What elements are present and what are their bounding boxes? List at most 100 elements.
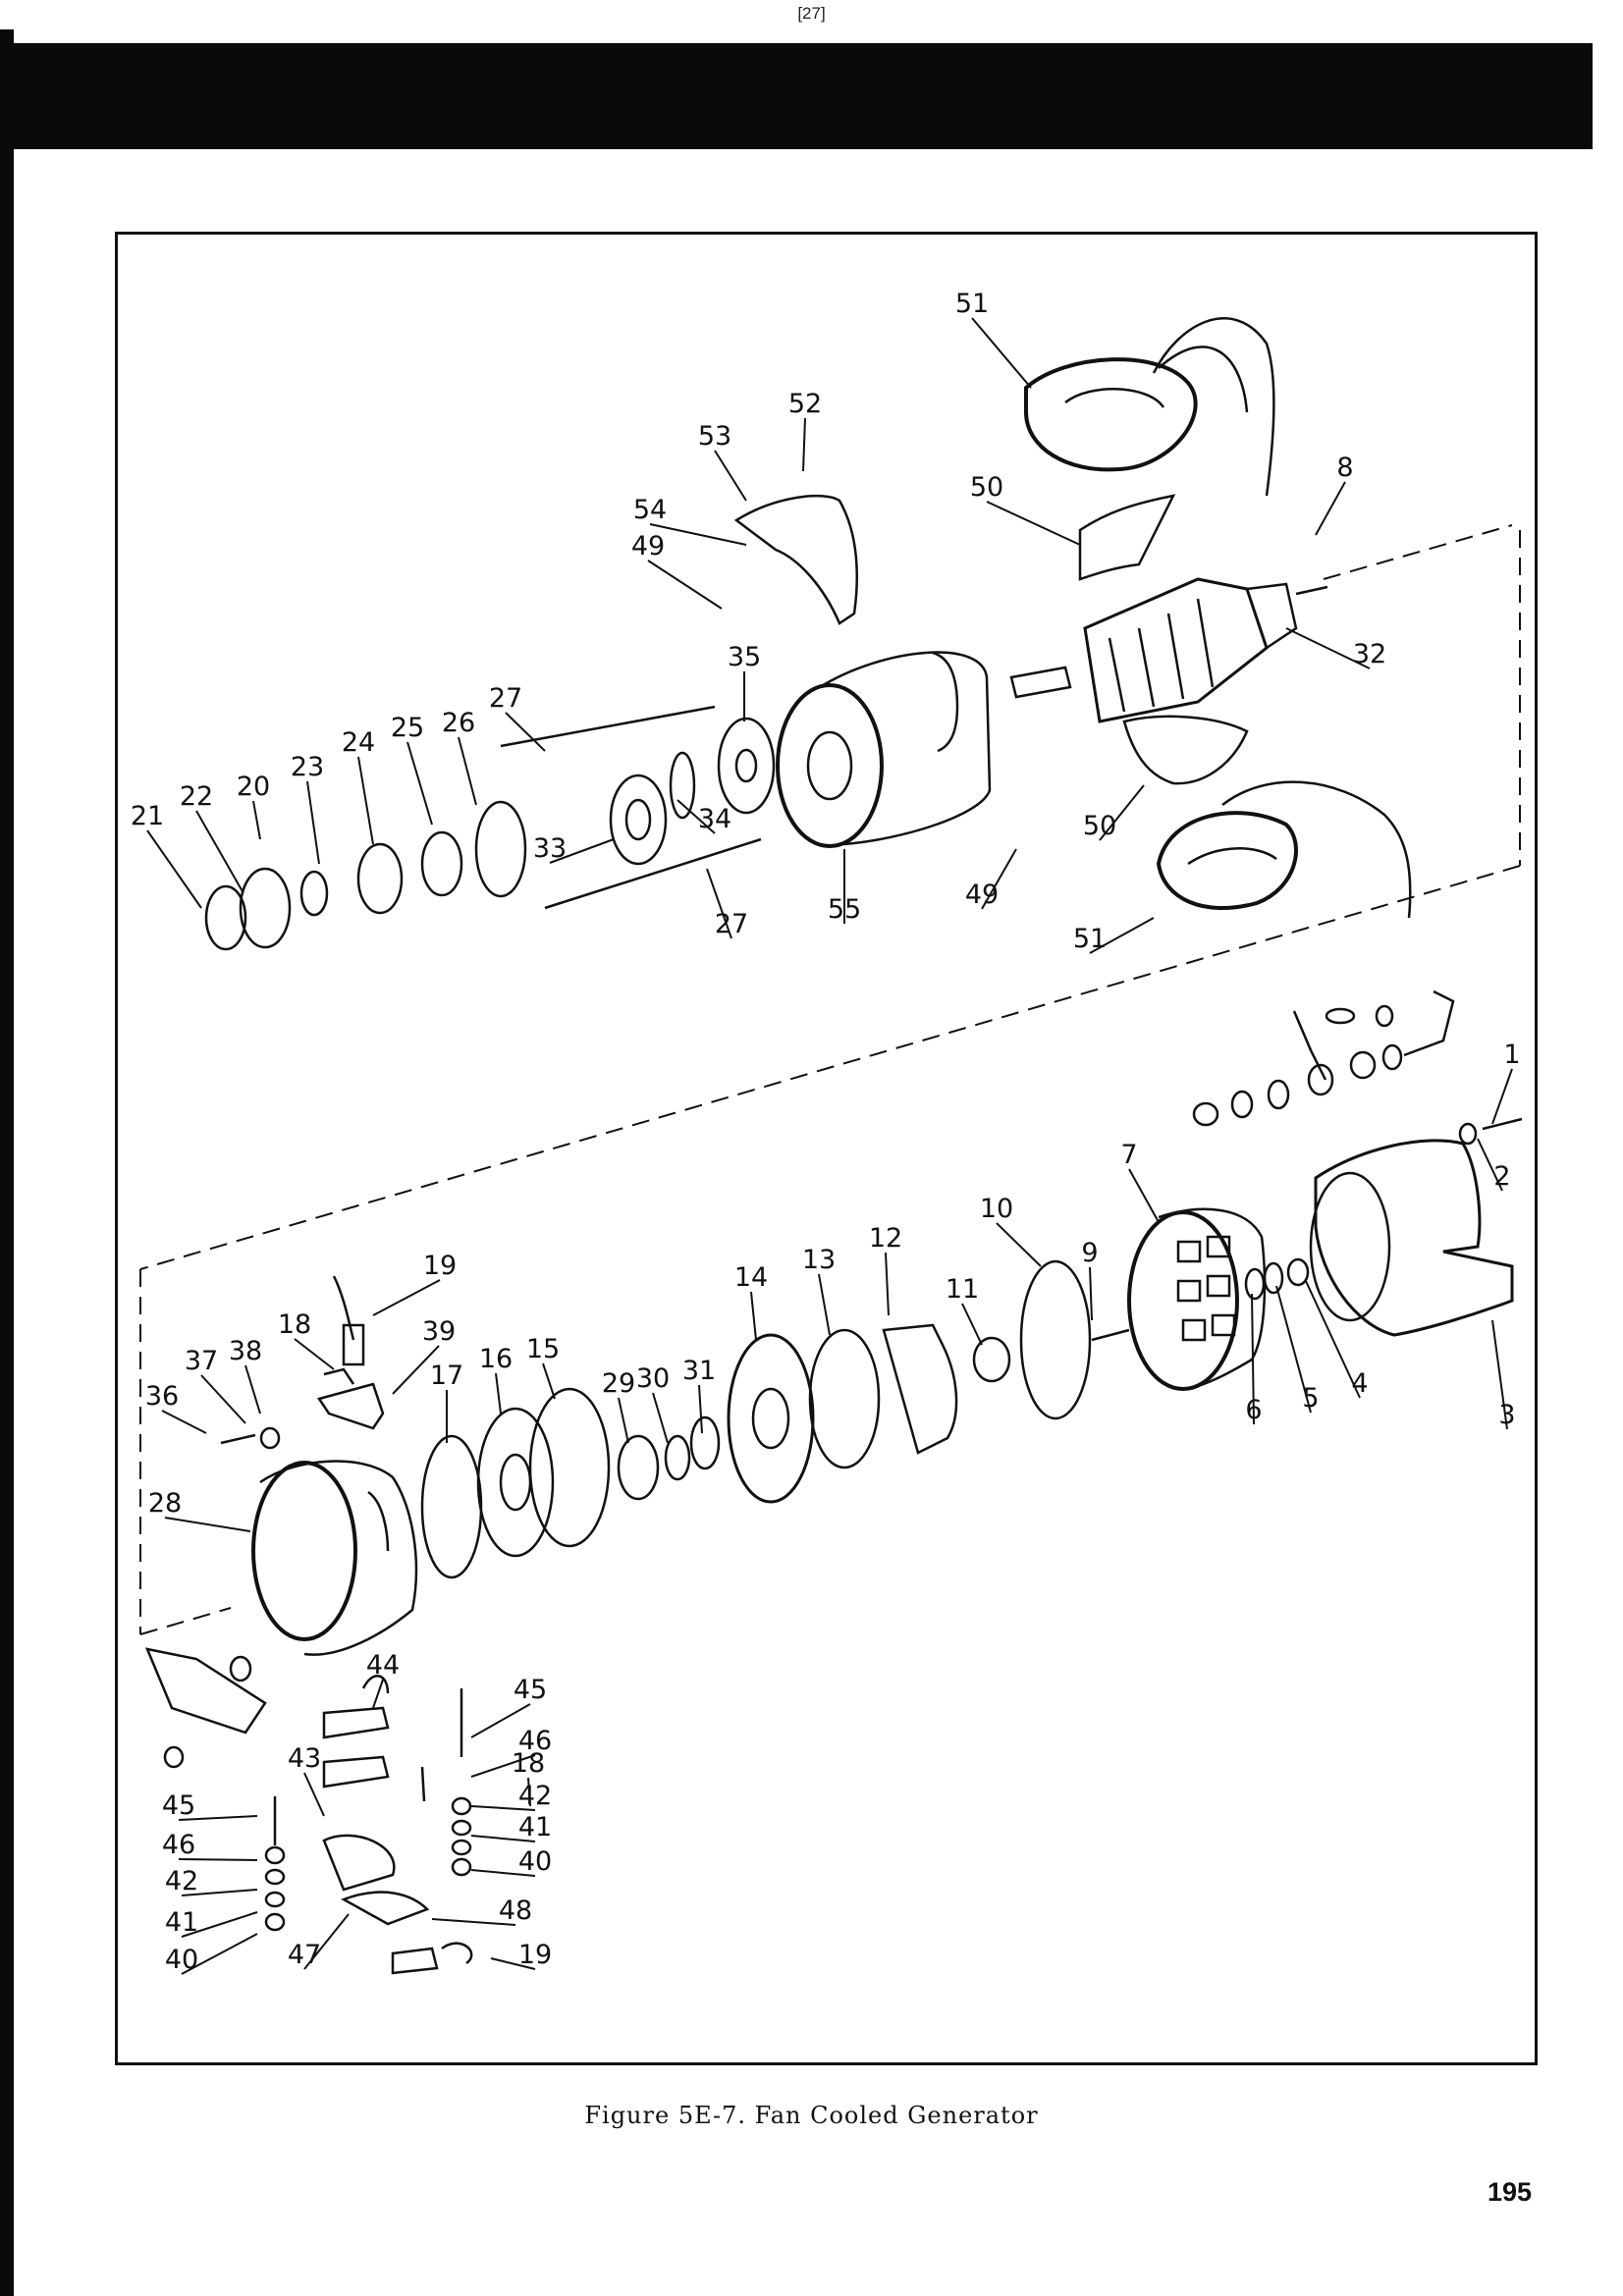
leader-line-icon xyxy=(802,417,806,472)
leader-line-icon xyxy=(406,741,433,826)
pole-shoe-top-icon xyxy=(733,495,858,625)
header-band xyxy=(14,43,1593,149)
leader-line-icon xyxy=(372,1679,384,1709)
fan-icon xyxy=(1127,1207,1267,1391)
commutator-end-frame-icon xyxy=(251,1460,418,1656)
callout-label-15: 15 xyxy=(526,1334,560,1364)
leader-line-icon xyxy=(244,1364,261,1415)
callout-label-18: 18 xyxy=(512,1748,545,1779)
callout-label-46: 46 xyxy=(162,1830,195,1860)
page-number: 195 xyxy=(1487,2177,1532,2207)
field-coil-lower-icon xyxy=(1156,780,1412,919)
leader-line-icon xyxy=(200,1374,246,1424)
leader-line-icon xyxy=(750,1291,757,1341)
callout-label-6: 6 xyxy=(1245,1395,1262,1425)
callout-label-7: 7 xyxy=(1120,1140,1137,1170)
leader-line-icon xyxy=(372,1279,441,1316)
callout-label-31: 31 xyxy=(682,1356,716,1386)
callout-label-26: 26 xyxy=(442,708,475,738)
callout-label-13: 13 xyxy=(802,1245,836,1275)
callout-label-8: 8 xyxy=(1336,453,1353,483)
callout-label-2: 2 xyxy=(1493,1161,1510,1192)
leader-line-icon xyxy=(981,848,1017,910)
callout-label-17: 17 xyxy=(430,1361,463,1391)
callout-label-37: 37 xyxy=(185,1346,218,1376)
callout-label-24: 24 xyxy=(342,727,375,758)
callout-label-27: 27 xyxy=(489,683,522,714)
leader-line-icon xyxy=(1305,1280,1361,1399)
leader-line-icon xyxy=(1099,784,1145,841)
leader-line-icon xyxy=(542,1362,556,1400)
leader-line-icon xyxy=(971,317,1032,389)
callout-label-40: 40 xyxy=(518,1846,552,1877)
callout-label-38: 38 xyxy=(229,1336,262,1366)
leader-line-icon xyxy=(495,1372,502,1415)
leader-line-icon xyxy=(470,1754,536,1778)
callout-label-40: 40 xyxy=(165,1945,198,1975)
leader-line-icon xyxy=(527,1777,531,1807)
leader-line-icon xyxy=(470,1835,536,1842)
leader-line-icon xyxy=(986,501,1081,546)
callout-label-10: 10 xyxy=(980,1194,1013,1224)
leader-line-icon xyxy=(1251,1293,1255,1425)
leader-line-icon xyxy=(181,1911,258,1938)
callout-label-12: 12 xyxy=(869,1223,902,1254)
callout-label-3: 3 xyxy=(1498,1400,1515,1430)
leader-line-icon xyxy=(647,560,723,610)
callout-label-14: 14 xyxy=(734,1262,768,1293)
leader-line-icon xyxy=(303,1772,325,1817)
callout-label-45: 45 xyxy=(514,1675,547,1705)
callout-label-1: 1 xyxy=(1503,1040,1520,1070)
bearing-parts-upper-icon xyxy=(204,705,776,951)
callout-label-16: 16 xyxy=(479,1344,513,1374)
leader-line-icon xyxy=(652,1392,669,1444)
callout-label-4: 4 xyxy=(1351,1368,1368,1399)
leader-line-icon xyxy=(1315,481,1346,536)
leader-line-icon xyxy=(490,1957,536,1970)
left-binding-rule xyxy=(0,29,14,2296)
leader-line-icon xyxy=(146,829,202,909)
callout-label-21: 21 xyxy=(131,801,164,831)
leader-line-icon xyxy=(178,1815,258,1821)
callout-label-44: 44 xyxy=(366,1650,400,1681)
callout-label-39: 39 xyxy=(422,1316,456,1347)
leader-line-icon xyxy=(1128,1168,1160,1223)
brush-spring-parts-icon xyxy=(144,1647,473,1975)
figure-caption: Figure 5E-7. Fan Cooled Generator xyxy=(584,2102,1039,2129)
assembly-guide-lines xyxy=(139,524,1521,1635)
pole-shoe-upper-icon xyxy=(1078,494,1176,581)
leader-line-icon xyxy=(181,1889,258,1896)
callout-label-9: 9 xyxy=(1081,1238,1098,1268)
callout-label-19: 19 xyxy=(423,1251,457,1281)
callout-label-33: 33 xyxy=(533,833,567,864)
callout-label-42: 42 xyxy=(165,1866,198,1896)
callout-label-20: 20 xyxy=(237,772,270,802)
leader-line-icon xyxy=(1089,917,1155,954)
leader-line-icon xyxy=(996,1222,1042,1267)
callout-label-25: 25 xyxy=(391,713,424,743)
callout-label-42: 42 xyxy=(518,1781,552,1811)
leader-line-icon xyxy=(649,523,747,546)
leader-line-icon xyxy=(164,1517,251,1532)
callout-label-32: 32 xyxy=(1353,639,1386,669)
leader-line-icon xyxy=(470,1869,536,1877)
callout-label-43: 43 xyxy=(288,1743,321,1774)
leader-line-icon xyxy=(1285,627,1371,669)
callout-label-18: 18 xyxy=(278,1309,311,1340)
leader-line-icon xyxy=(294,1338,335,1370)
callout-label-45: 45 xyxy=(162,1790,195,1821)
leader-line-icon xyxy=(1491,1319,1508,1430)
callout-label-28: 28 xyxy=(148,1488,182,1519)
leader-line-icon xyxy=(178,1858,258,1861)
callout-labels: 1234567891011121314151617181819192021222… xyxy=(131,289,1521,1975)
brush-holder-icon xyxy=(220,1275,385,1450)
figure-frame xyxy=(115,232,1538,2065)
leader-line-icon xyxy=(470,1703,531,1738)
callout-label-27: 27 xyxy=(715,909,748,939)
leader-line-icon xyxy=(1089,1266,1093,1321)
leader-line-icon xyxy=(458,736,477,806)
callout-label-49: 49 xyxy=(965,880,999,910)
callout-label-36: 36 xyxy=(145,1381,179,1412)
leader-line-icon xyxy=(885,1252,890,1316)
